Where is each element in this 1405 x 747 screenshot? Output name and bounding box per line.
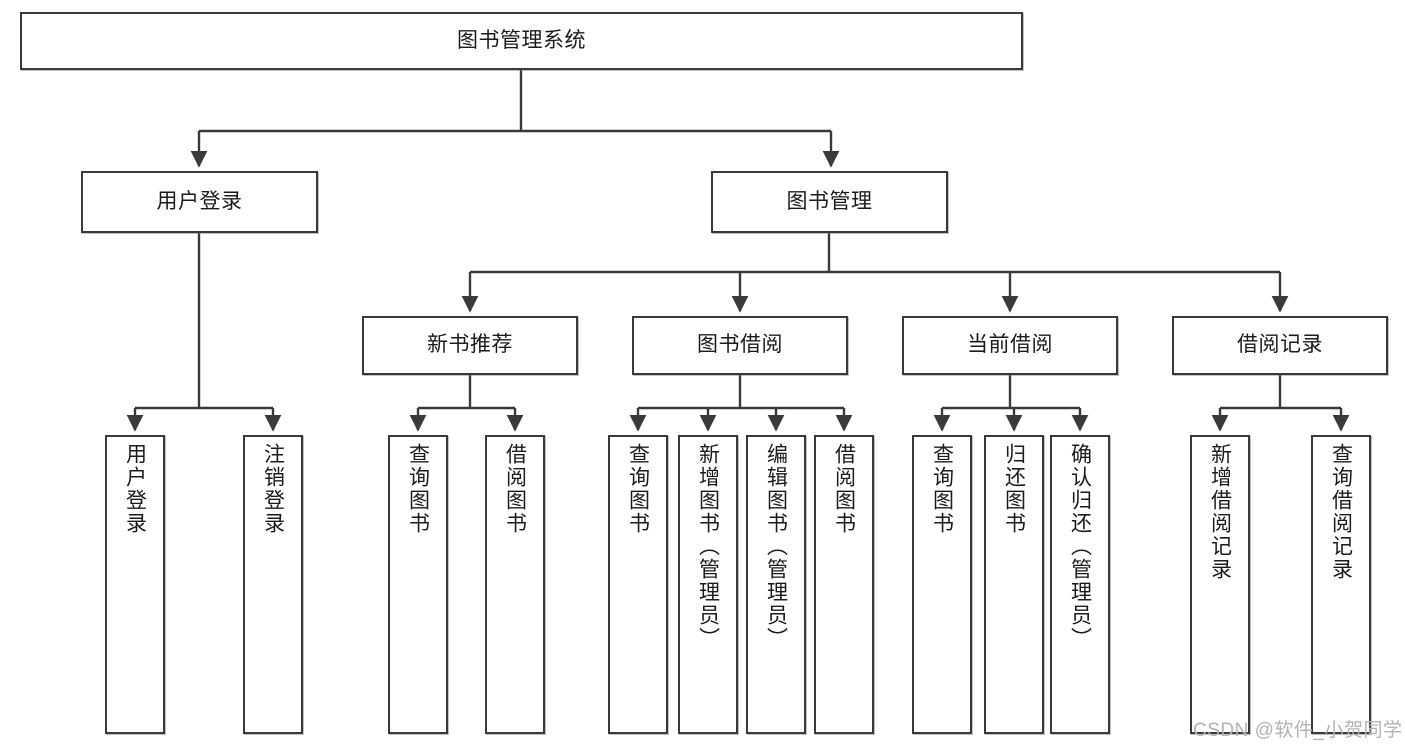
node-leaf-borrow-book-1[interactable]: 借阅图书 (485, 435, 545, 734)
node-leaf-borrow-book-1-label: 借阅图书 (503, 443, 527, 535)
node-borrow-record-label: 借阅记录 (1237, 333, 1323, 357)
node-leaf-query-book-1-label: 查询图书 (406, 443, 430, 535)
edge-group-borrow-record (1211, 375, 1350, 432)
node-root[interactable]: 图书管理系统 (20, 12, 1023, 70)
edge-group-book-borrow (629, 375, 853, 432)
node-leaf-add-borrow-record[interactable]: 新增借阅记录 (1190, 435, 1250, 734)
node-leaf-return-book-label: 归还图书 (1002, 443, 1026, 535)
node-leaf-edit-book-admin-label: 编辑图书（管理员） (764, 443, 788, 650)
node-leaf-query-book-3-label: 查询图书 (930, 443, 954, 535)
node-current-borrow-label: 当前借阅 (967, 333, 1053, 357)
node-leaf-user-login-label: 用户登录 (123, 443, 147, 535)
node-leaf-query-book-2-label: 查询图书 (626, 443, 650, 535)
node-leaf-query-book-3[interactable]: 查询图书 (912, 435, 972, 734)
node-leaf-query-book-1[interactable]: 查询图书 (388, 435, 448, 734)
node-book-borrow-label: 图书借阅 (697, 333, 783, 357)
node-book-borrow[interactable]: 图书借阅 (632, 316, 848, 375)
node-root-label: 图书管理系统 (457, 28, 586, 52)
node-leaf-add-book-admin[interactable]: 新增图书（管理员） (678, 435, 738, 734)
edge-group-user-login (126, 233, 282, 432)
node-leaf-borrow-book-2-label: 借阅图书 (832, 443, 856, 535)
node-leaf-query-borrow-record-label: 查询借阅记录 (1329, 443, 1353, 581)
node-user-login-label: 用户登录 (156, 189, 243, 213)
node-leaf-query-borrow-record[interactable]: 查询借阅记录 (1311, 435, 1371, 734)
node-user-login[interactable]: 用户登录 (81, 171, 318, 233)
csdn-watermark: CSDN @软件_小贺同学 (1193, 720, 1403, 741)
node-leaf-return-book[interactable]: 归还图书 (984, 435, 1044, 734)
node-leaf-borrow-book-2[interactable]: 借阅图书 (814, 435, 874, 734)
node-leaf-user-login[interactable]: 用户登录 (105, 435, 165, 734)
node-new-book-recommend-label: 新书推荐 (427, 333, 513, 357)
node-borrow-record[interactable]: 借阅记录 (1172, 316, 1388, 375)
node-leaf-confirm-return-admin[interactable]: 确认归还（管理员） (1050, 435, 1110, 734)
node-book-manage-label: 图书管理 (786, 189, 873, 213)
node-book-manage[interactable]: 图书管理 (711, 171, 948, 233)
node-leaf-edit-book-admin[interactable]: 编辑图书（管理员） (746, 435, 806, 734)
node-leaf-user-logout-label: 注销登录 (261, 443, 285, 535)
node-leaf-add-book-admin-label: 新增图书（管理员） (696, 443, 720, 650)
edge-group-current-borrow (933, 375, 1089, 432)
node-leaf-add-borrow-record-label: 新增借阅记录 (1208, 443, 1232, 581)
edge-group-new-book-recommend (409, 375, 524, 432)
node-leaf-confirm-return-admin-label: 确认归还（管理员） (1068, 443, 1092, 650)
node-leaf-user-logout[interactable]: 注销登录 (243, 435, 303, 734)
node-current-borrow[interactable]: 当前借阅 (902, 316, 1118, 375)
edge-group-book-manage (461, 233, 1289, 313)
node-leaf-query-book-2[interactable]: 查询图书 (608, 435, 668, 734)
edge-group-root (190, 70, 840, 168)
node-new-book-recommend[interactable]: 新书推荐 (362, 316, 578, 375)
